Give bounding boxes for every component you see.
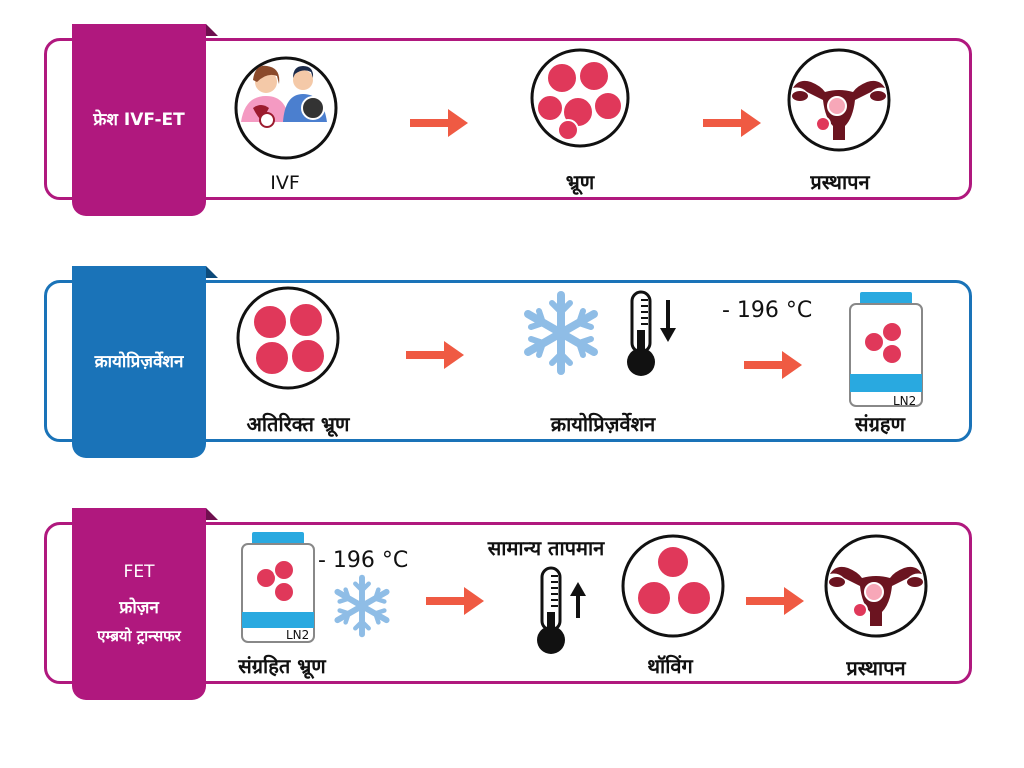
thermometer-up-icon	[537, 566, 586, 654]
cryo-label: क्रायोप्रिज़र्वेशन	[550, 412, 656, 436]
row1-tab: फ्रेश IVF-ET	[72, 24, 206, 216]
extra-embryos-icon	[236, 286, 340, 390]
stored-embryo-label: संग्रहित भ्रूण	[238, 654, 326, 678]
transfer-label: प्रस्थापन	[810, 170, 870, 194]
arrow-icon	[744, 351, 802, 379]
row3-tab: FET फ्रोज़न एम्ब्रयो ट्रान्सफर	[72, 508, 206, 700]
extra-embryo-label: अतिरिक्त भ्रूण	[246, 412, 350, 436]
row1-tab-fold	[206, 24, 218, 36]
arrow-icon	[746, 587, 804, 615]
ln2-tank-icon	[849, 292, 923, 407]
thawing-label: थॉविंग	[647, 654, 693, 678]
ivf-label: IVF	[270, 172, 300, 194]
temperature-label: - 196 °C	[722, 298, 813, 323]
arrow-icon	[703, 109, 761, 137]
row3-tab-line2: फ्रोज़न	[119, 598, 159, 618]
thawed-embryos-icon	[621, 534, 725, 638]
uterus-icon	[824, 534, 928, 638]
thermometer-down-icon	[627, 290, 676, 376]
row2-tab-label: क्रायोप्रिज़र्वेशन	[94, 352, 184, 372]
embryo-cluster-icon	[530, 48, 630, 148]
ln2-label: LN2	[893, 394, 917, 408]
ln2-tank-icon	[241, 532, 315, 643]
embryo-label: भ्रूण	[565, 170, 595, 194]
row2-tab: क्रायोप्रिज़र्वेशन	[72, 266, 206, 458]
couple-icon	[234, 56, 338, 160]
snowflake-icon	[334, 574, 390, 638]
room-temp-label: सामान्य तापमान	[487, 536, 605, 560]
row3-tab-line3: एम्ब्रयो ट्रान्सफर	[97, 627, 181, 645]
snowflake-icon	[524, 291, 598, 375]
arrow-icon	[406, 341, 464, 369]
row3-tab-fold	[206, 508, 218, 520]
arrow-icon	[426, 587, 484, 615]
row2-tab-fold	[206, 266, 218, 278]
row3-tab-line1: FET	[123, 562, 155, 582]
transfer-label-fet: प्रस्थापन	[846, 656, 906, 680]
arrow-icon	[410, 109, 468, 137]
storage-label: संग्रहण	[855, 412, 905, 436]
uterus-icon	[787, 48, 891, 152]
row1-tab-label: फ्रेश IVF-ET	[93, 110, 185, 130]
temperature-label-stored: - 196 °C	[318, 548, 409, 573]
ln2-label-stored: LN2	[286, 628, 310, 642]
